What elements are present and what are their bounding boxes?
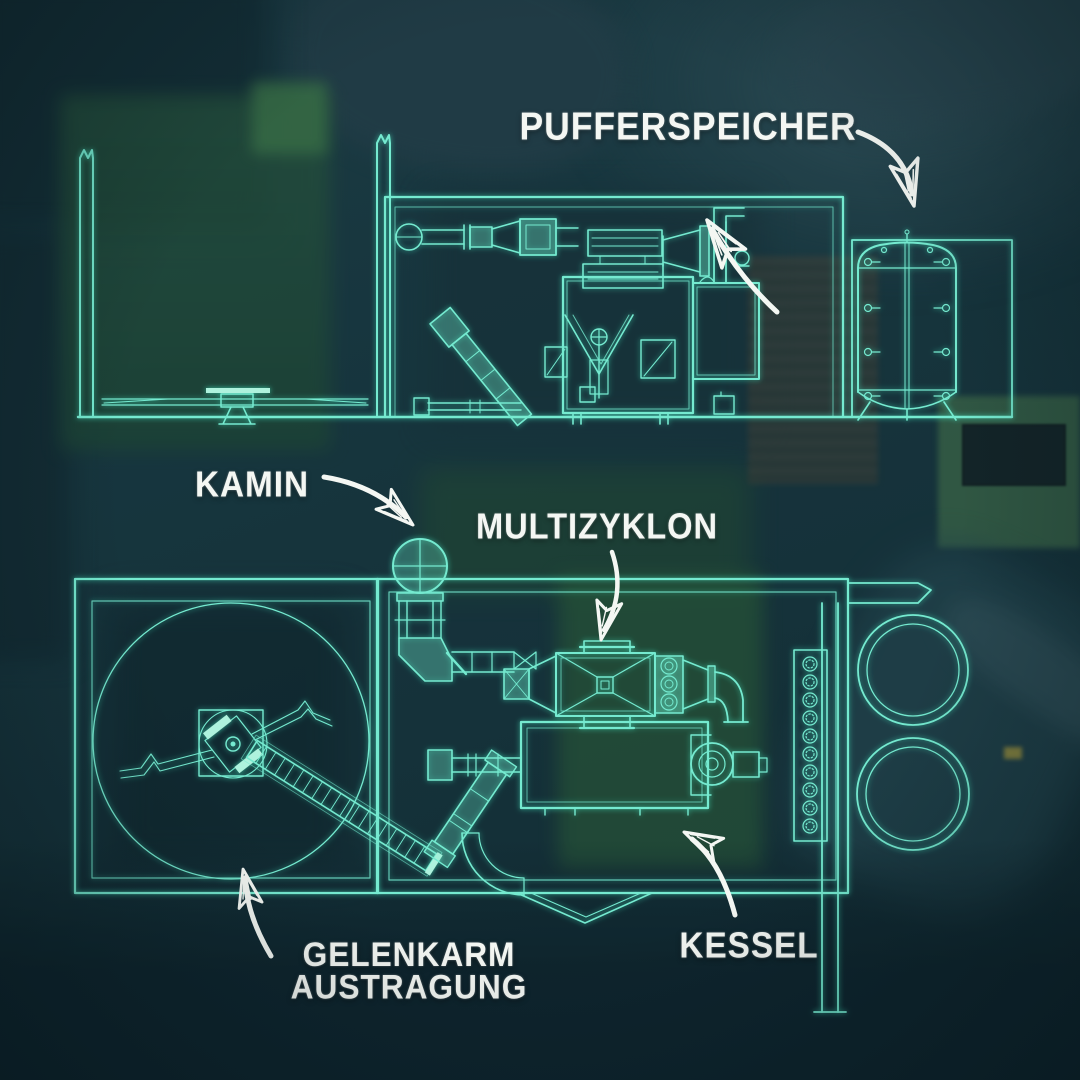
annotation-arrows xyxy=(230,129,930,959)
plan-view-diagram xyxy=(73,538,970,1013)
buffer-tank-drawing xyxy=(851,229,1013,421)
multicyclone-drawing xyxy=(503,640,749,730)
side-view-diagram xyxy=(76,134,1014,427)
label-kessel: KESSEL xyxy=(679,926,819,966)
tank-ports xyxy=(863,246,951,401)
label-gelenkarm-austragung: GELENKARM AUSTRAGUNG xyxy=(290,934,528,1006)
label-multizyklon: MULTIZYKLON xyxy=(475,507,719,547)
storage-room-outline xyxy=(73,577,380,895)
arm-hub xyxy=(202,714,264,774)
fuel-bunker-drawing xyxy=(76,134,1014,425)
label-kamin: KAMIN xyxy=(194,465,310,505)
boiler-room-plan-outline xyxy=(375,577,932,1013)
boiler-flue-arrow xyxy=(693,209,780,315)
buffer-tanks-plan-drawing xyxy=(856,614,970,851)
chimney-drawing xyxy=(392,538,537,682)
gelenkarm-arrow xyxy=(230,865,274,959)
multizyklon-arrow xyxy=(586,549,624,645)
label-gelenkarm-line1: GELENKARM xyxy=(302,934,516,974)
kamin-arrow xyxy=(321,474,423,537)
label-pufferspeicher: PUFFERSPEICHER xyxy=(519,104,857,148)
articulated-arm-channel xyxy=(240,734,443,877)
label-gelenkarm-line2: AUSTRAGUNG xyxy=(290,966,528,1006)
boiler-drawing xyxy=(395,207,760,427)
boiler-room-outline xyxy=(383,195,845,419)
rotary-arm-storage-drawing xyxy=(92,602,443,880)
manifold-strip-drawing xyxy=(793,649,828,842)
kessel-arrow xyxy=(676,819,738,918)
boiler-plan-drawing xyxy=(423,720,768,924)
pufferspeicher-arrow xyxy=(855,129,930,211)
